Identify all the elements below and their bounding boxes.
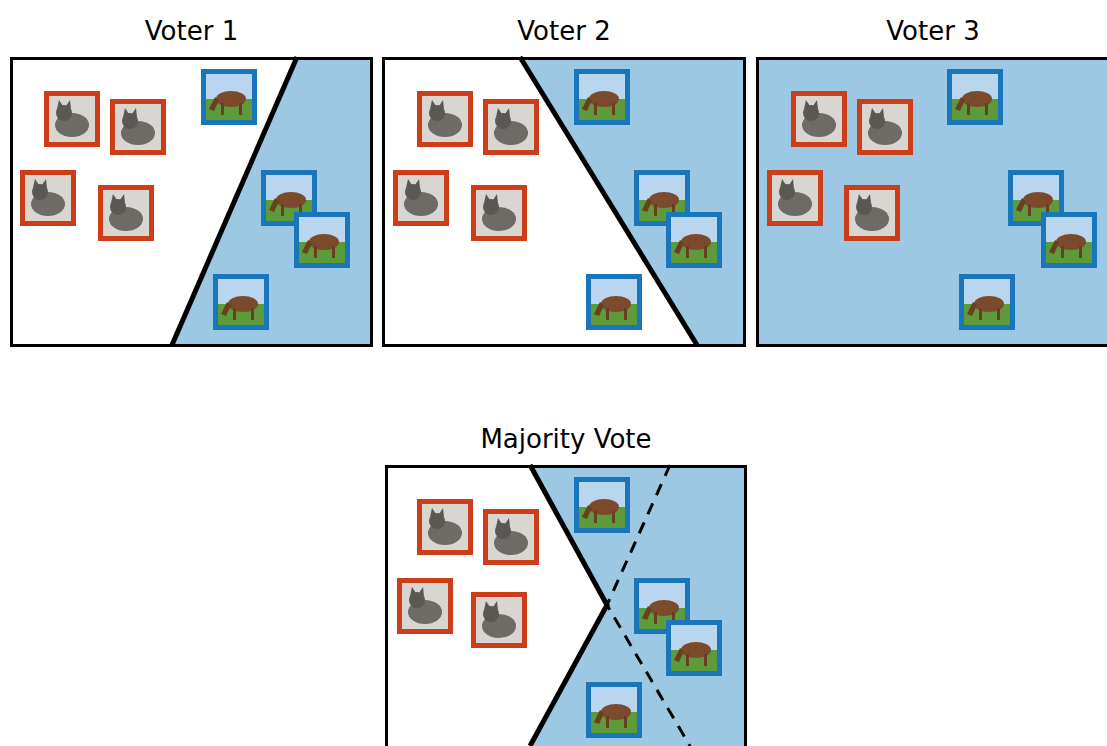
panel-title: Majority Vote — [348, 424, 784, 454]
horse-region — [756, 57, 1107, 345]
cat-image — [113, 102, 164, 153]
horse-image — [589, 277, 640, 328]
cat-image — [474, 595, 525, 646]
horse-image — [216, 277, 267, 328]
panel-title: Voter 2 — [345, 16, 783, 46]
horse-image — [669, 623, 720, 674]
cat-image — [794, 94, 845, 145]
horse-region — [530, 465, 745, 746]
cat-image — [400, 581, 451, 632]
cat-image — [486, 512, 537, 563]
horse-image — [1044, 215, 1095, 266]
cat-image — [474, 188, 525, 239]
horse-region — [520, 57, 744, 345]
panel-title: Voter 3 — [719, 16, 1107, 46]
voter-panel: Voter 3 — [756, 57, 1107, 347]
cat-image — [101, 188, 152, 239]
horse-image — [962, 277, 1013, 328]
horse-region — [172, 57, 372, 345]
horse-image — [577, 72, 628, 123]
cat-image — [770, 173, 821, 224]
cat-image — [847, 188, 898, 239]
horse-image — [950, 72, 1001, 123]
cat-image — [420, 502, 471, 553]
horse-image — [297, 215, 348, 266]
panel-title: Voter 1 — [0, 16, 410, 46]
cat-image — [396, 173, 447, 224]
cat-image — [23, 173, 74, 224]
horse-image — [589, 685, 640, 736]
voter-panel: Voter 1 — [10, 57, 373, 347]
voter-panel: Majority Vote — [385, 465, 747, 746]
cat-image — [486, 102, 537, 153]
horse-image — [204, 72, 255, 123]
decision-boundary — [520, 57, 697, 345]
voter-panel: Voter 2 — [382, 57, 746, 347]
horse-image — [669, 215, 720, 266]
cat-image — [860, 102, 911, 153]
horse-image — [577, 480, 628, 531]
cat-image — [47, 94, 98, 145]
cat-image — [420, 94, 471, 145]
